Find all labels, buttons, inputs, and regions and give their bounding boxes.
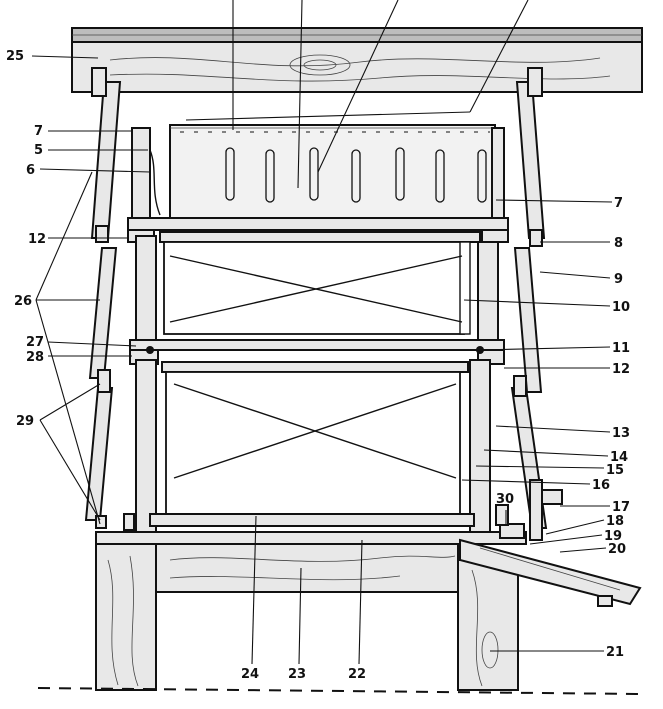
middle-board bbox=[129, 339, 505, 365]
label-18: 18 bbox=[606, 514, 624, 529]
label-29: 29 bbox=[16, 414, 34, 429]
label-12-right: 12 bbox=[612, 362, 630, 377]
label-7-left: 7 bbox=[34, 124, 43, 139]
comb-honey-super bbox=[131, 124, 505, 229]
label-27: 27 bbox=[26, 335, 44, 350]
label-30: 30 bbox=[496, 492, 514, 507]
label-19: 19 bbox=[604, 529, 622, 544]
label-14: 14 bbox=[610, 450, 628, 465]
upper-brood-chamber bbox=[135, 231, 499, 343]
label-15: 15 bbox=[606, 463, 624, 478]
roof bbox=[71, 27, 643, 93]
label-12-left: 12 bbox=[28, 232, 46, 247]
ground-line bbox=[37, 687, 641, 695]
label-10: 10 bbox=[612, 300, 630, 315]
label-16: 16 bbox=[592, 478, 610, 493]
label-24: 24 bbox=[241, 667, 259, 682]
section-separators bbox=[225, 147, 487, 203]
label-20: 20 bbox=[608, 542, 626, 557]
label-5: 5 bbox=[34, 143, 43, 158]
label-6: 6 bbox=[26, 163, 35, 178]
label-22: 22 bbox=[348, 667, 366, 682]
label-17: 17 bbox=[612, 500, 630, 515]
label-11: 11 bbox=[612, 341, 630, 356]
callout-labels: 25 7 5 6 12 26 27 28 29 7 8 9 10 11 12 1… bbox=[6, 49, 630, 682]
label-26: 26 bbox=[14, 294, 32, 309]
label-8: 8 bbox=[614, 236, 623, 251]
floor-and-stand bbox=[95, 479, 642, 691]
leader-lines bbox=[31, 55, 613, 665]
label-13: 13 bbox=[612, 426, 630, 441]
label-23: 23 bbox=[288, 667, 306, 682]
top-leader-lines bbox=[185, 0, 529, 189]
label-28: 28 bbox=[26, 350, 44, 365]
lower-brood-chamber bbox=[135, 359, 491, 533]
label-9: 9 bbox=[614, 272, 623, 287]
label-7-right: 7 bbox=[614, 196, 623, 211]
label-25: 25 bbox=[6, 49, 24, 64]
super-board bbox=[127, 217, 509, 243]
label-21: 21 bbox=[606, 645, 624, 660]
